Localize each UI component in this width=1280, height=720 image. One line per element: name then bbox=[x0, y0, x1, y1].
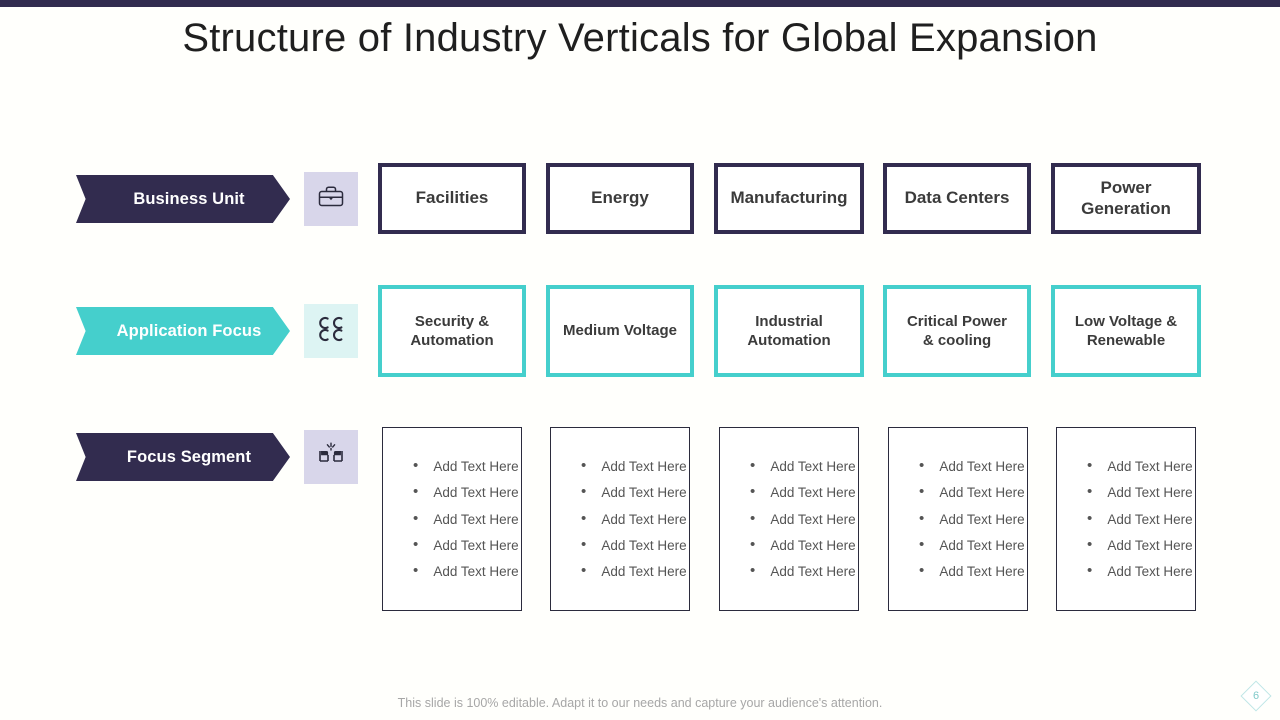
business-unit-box-4[interactable]: Data Centers bbox=[883, 163, 1031, 234]
business-unit-label: Energy bbox=[591, 188, 649, 208]
list-item: Add Text Here bbox=[750, 506, 858, 533]
list-item: Add Text Here bbox=[919, 558, 1027, 585]
briefcase-icon bbox=[316, 183, 346, 216]
list-item: Add Text Here bbox=[1087, 506, 1195, 533]
application-focus-box-3[interactable]: Industrial Automation bbox=[714, 285, 864, 377]
application-focus-box-2[interactable]: Medium Voltage bbox=[546, 285, 694, 377]
row-label-application-focus[interactable]: Application Focus bbox=[76, 307, 290, 355]
list-item: Add Text Here bbox=[413, 453, 521, 480]
list-item: Add Text Here bbox=[581, 558, 689, 585]
application-focus-label: Critical Power & cooling bbox=[906, 312, 1008, 349]
list-item: Add Text Here bbox=[1087, 558, 1195, 585]
footer-note: This slide is 100% editable. Adapt it to… bbox=[397, 696, 883, 710]
list-item: Add Text Here bbox=[1087, 479, 1195, 506]
application-focus-label: Security & Automation bbox=[410, 312, 494, 349]
list-item: Add Text Here bbox=[919, 506, 1027, 533]
top-accent-bar bbox=[0, 0, 1280, 7]
handshake-seats-icon bbox=[315, 440, 347, 475]
business-unit-box-5[interactable]: Power Generation bbox=[1051, 163, 1201, 234]
business-unit-label: Manufacturing bbox=[730, 188, 848, 208]
list-item: Add Text Here bbox=[919, 532, 1027, 559]
list-item: Add Text Here bbox=[919, 479, 1027, 506]
focus-segment-box-4[interactable]: Add Text Here Add Text Here Add Text Her… bbox=[888, 427, 1028, 611]
focus-segment-list: Add Text Here Add Text Here Add Text Her… bbox=[383, 453, 521, 585]
application-focus-box-5[interactable]: Low Voltage & Renewable bbox=[1051, 285, 1201, 377]
row-label-text: Application Focus bbox=[116, 321, 262, 340]
focus-segment-list: Add Text Here Add Text Here Add Text Her… bbox=[720, 453, 858, 585]
page-title: Structure of Industry Verticals for Glob… bbox=[182, 16, 1098, 60]
list-item: Add Text Here bbox=[581, 506, 689, 533]
row-label-business-unit[interactable]: Business Unit bbox=[76, 175, 290, 223]
row-label-text: Business Unit bbox=[133, 189, 245, 208]
list-item: Add Text Here bbox=[750, 558, 858, 585]
row-icon-tile-focus-segment bbox=[304, 430, 358, 484]
list-item: Add Text Here bbox=[1087, 532, 1195, 559]
focus-segment-box-3[interactable]: Add Text Here Add Text Here Add Text Her… bbox=[719, 427, 859, 611]
list-item: Add Text Here bbox=[750, 453, 858, 480]
application-focus-label: Low Voltage & Renewable bbox=[1074, 312, 1178, 349]
row-icon-tile-business-unit bbox=[304, 172, 358, 226]
list-item: Add Text Here bbox=[750, 532, 858, 559]
business-unit-label: Facilities bbox=[415, 188, 489, 208]
list-item: Add Text Here bbox=[413, 479, 521, 506]
list-item: Add Text Here bbox=[413, 558, 521, 585]
list-item: Add Text Here bbox=[581, 479, 689, 506]
application-focus-box-4[interactable]: Critical Power & cooling bbox=[883, 285, 1031, 377]
business-unit-label: Power Generation bbox=[1081, 178, 1171, 218]
list-item: Add Text Here bbox=[581, 453, 689, 480]
row-label-text: Focus Segment bbox=[126, 447, 252, 466]
list-item: Add Text Here bbox=[413, 506, 521, 533]
business-unit-box-2[interactable]: Energy bbox=[546, 163, 694, 234]
focus-segment-box-1[interactable]: Add Text Here Add Text Here Add Text Her… bbox=[382, 427, 522, 611]
application-focus-label: Industrial Automation bbox=[747, 312, 831, 349]
list-item: Add Text Here bbox=[1087, 453, 1195, 480]
business-unit-box-1[interactable]: Facilities bbox=[378, 163, 526, 234]
focus-segment-list: Add Text Here Add Text Here Add Text Her… bbox=[1057, 453, 1195, 585]
focus-segment-list: Add Text Here Add Text Here Add Text Her… bbox=[551, 453, 689, 585]
list-item: Add Text Here bbox=[413, 532, 521, 559]
list-item: Add Text Here bbox=[581, 532, 689, 559]
business-unit-box-3[interactable]: Manufacturing bbox=[714, 163, 864, 234]
page-number-badge: 6 bbox=[1240, 680, 1272, 712]
row-label-focus-segment[interactable]: Focus Segment bbox=[76, 433, 290, 481]
focus-segment-box-2[interactable]: Add Text Here Add Text Here Add Text Her… bbox=[550, 427, 690, 611]
focus-segment-box-5[interactable]: Add Text Here Add Text Here Add Text Her… bbox=[1056, 427, 1196, 611]
list-item: Add Text Here bbox=[919, 453, 1027, 480]
row-icon-tile-application-focus bbox=[304, 304, 358, 358]
list-item: Add Text Here bbox=[750, 479, 858, 506]
page-number: 6 bbox=[1252, 690, 1260, 702]
business-unit-label: Data Centers bbox=[904, 188, 1010, 208]
four-circles-grid-icon bbox=[316, 314, 346, 349]
application-focus-box-1[interactable]: Security & Automation bbox=[378, 285, 526, 377]
application-focus-label: Medium Voltage bbox=[563, 322, 677, 340]
focus-segment-list: Add Text Here Add Text Here Add Text Her… bbox=[889, 453, 1027, 585]
